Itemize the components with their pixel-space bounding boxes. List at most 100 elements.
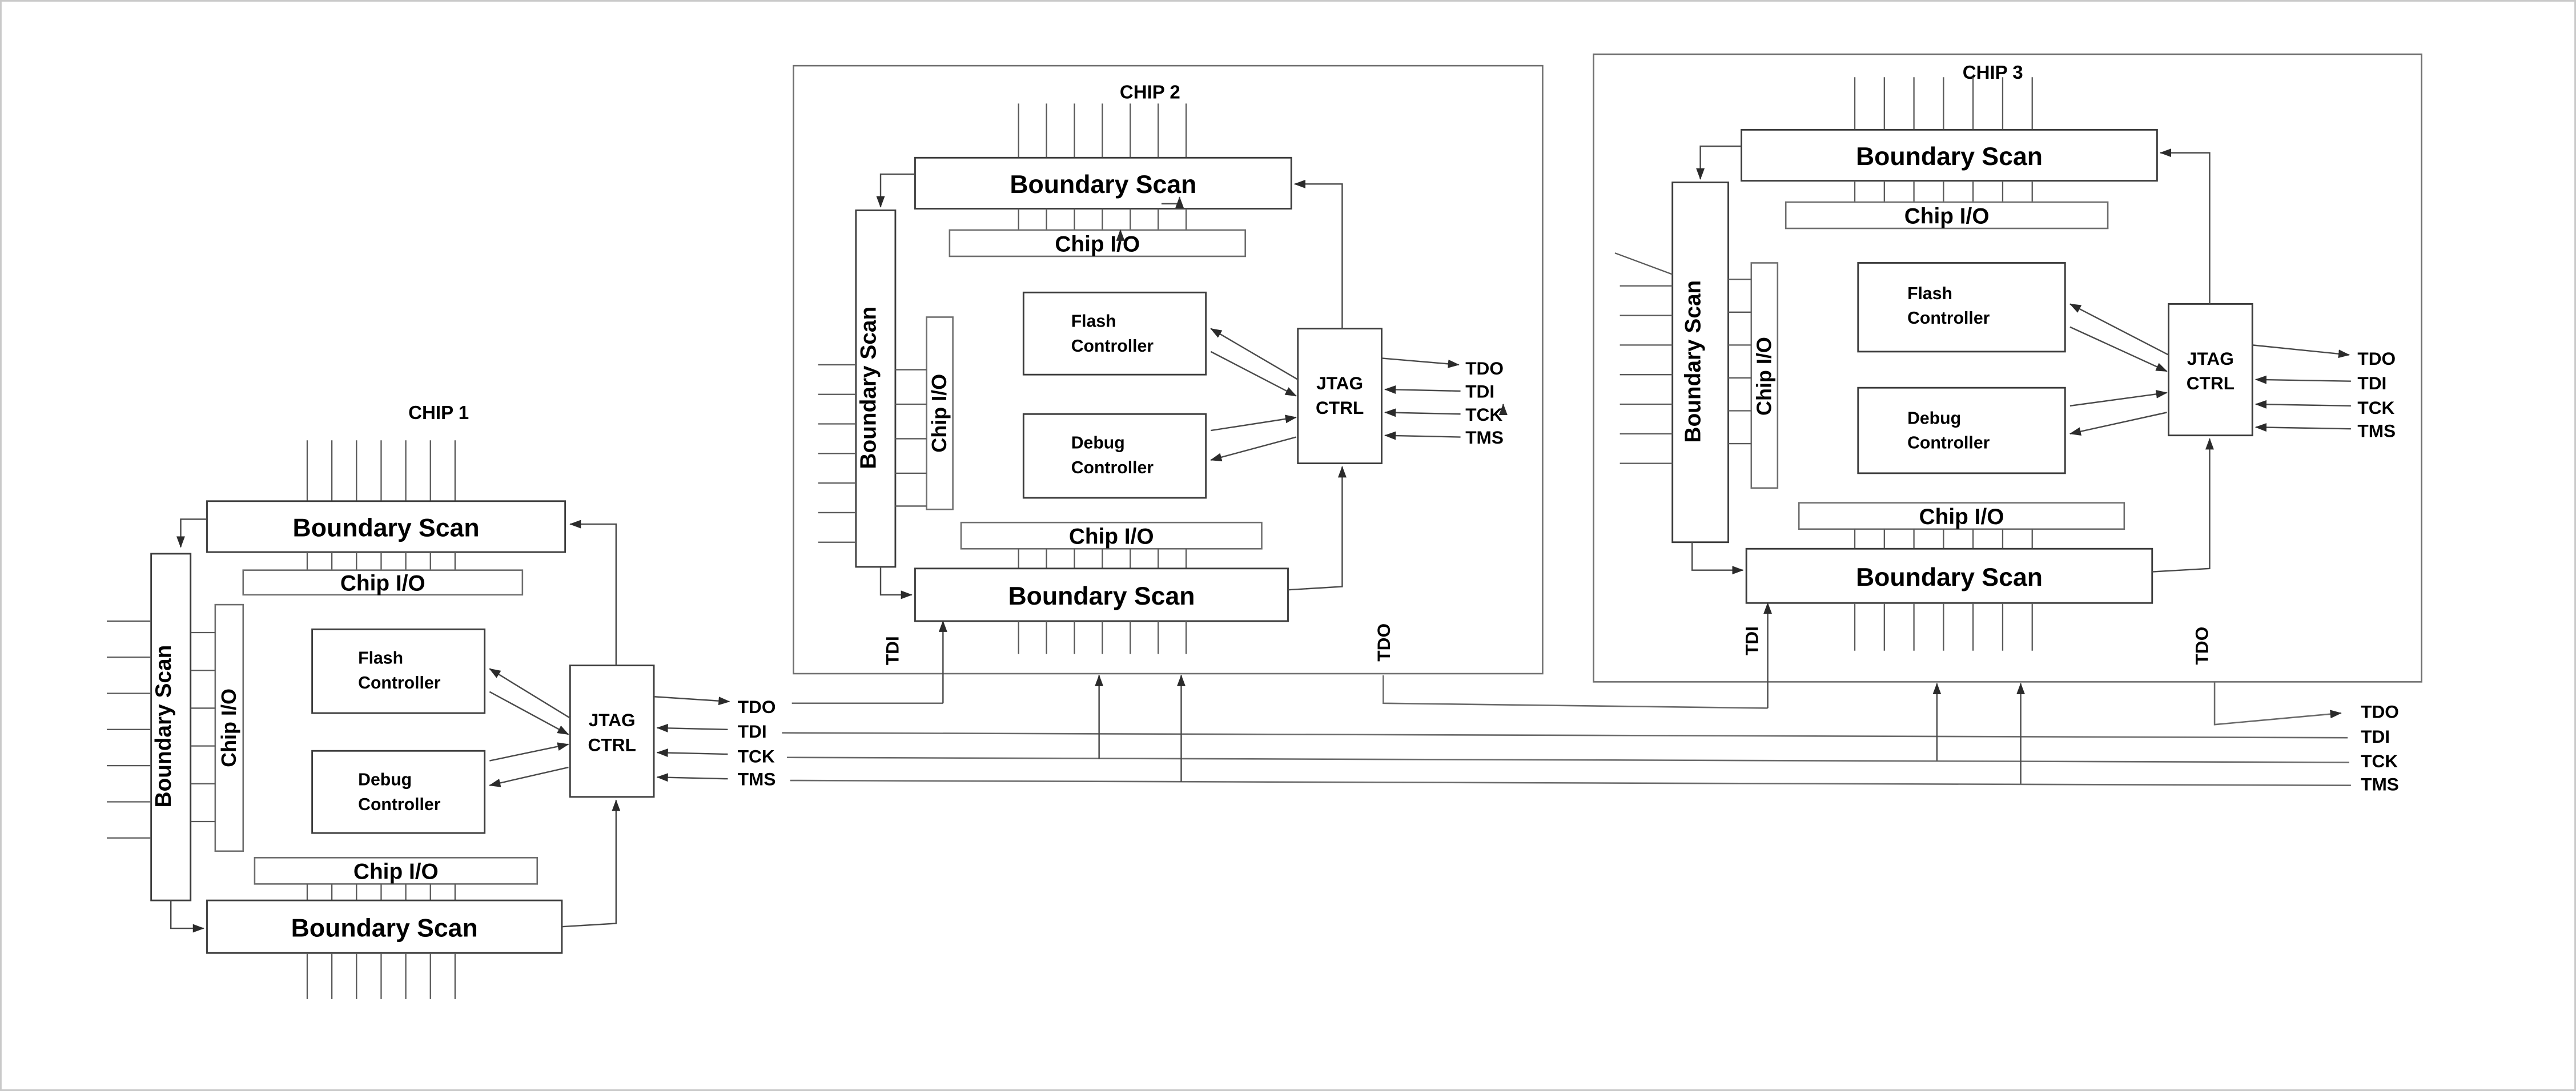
chip3-port-tdi-label: TDI xyxy=(1741,626,1762,655)
chip1-chip-io-bottom-box xyxy=(254,857,538,885)
chip1-tdo-out-arrow xyxy=(653,696,730,706)
chip3-port-tdo-label: TDO xyxy=(2192,627,2212,665)
chip2-tck-in-arrow xyxy=(1384,408,1461,417)
chip1-pin-tms-label: TMS xyxy=(738,769,776,790)
chip2-debug-controller-box xyxy=(1022,413,1207,499)
chip3-group: CHIP 3 Boundary Scan Chip I/O Boundary S… xyxy=(1593,53,2422,683)
chip1-tck-in-arrow xyxy=(656,748,728,758)
chip1-leftbs-chipio-ladder xyxy=(190,631,215,823)
chip1-tms-in-arrow xyxy=(656,773,728,782)
chip2-chip-io-left-box xyxy=(926,316,954,510)
chip1-top-pin-stubs xyxy=(306,440,456,501)
chip2-chipio-to-bottombs-rungs xyxy=(1018,549,1187,569)
chip1-flash-label-line2: Controller xyxy=(358,674,441,693)
bus-tdo-chip2-to-chip3-line xyxy=(1383,675,1768,709)
chip2-chip-io-top-box xyxy=(949,229,1246,257)
chip3-debug-to-jtag-arrow xyxy=(2069,389,2168,407)
chip2-jtag-to-debug-arrow xyxy=(1210,436,1297,462)
chip2-port-tdo-label: TDO xyxy=(1373,623,1394,662)
chip3-flash-to-jtag-arrow xyxy=(2069,326,2168,372)
chip2-chip-io-bottom-label: Chip I/O xyxy=(1069,525,1154,549)
chip2-bs-to-chipio-rungs xyxy=(1018,208,1187,230)
chip3-title: CHIP 3 xyxy=(1963,62,2023,83)
chip3-boundary-scan-bottom-label: Boundary Scan xyxy=(1856,563,2043,591)
chip1-flash-to-jtag-arrow xyxy=(489,691,569,735)
chip1-debug-label-line2: Controller xyxy=(358,795,441,814)
chip1-debug-controller-box xyxy=(311,750,486,834)
chip3-chip-io-top-label: Chip I/O xyxy=(1904,204,1990,228)
bus-tdi-line xyxy=(782,732,2348,739)
chip3-chip-io-bottom-label: Chip I/O xyxy=(1919,505,2004,529)
jtag-bus-group: TDO TDI TCK TMS xyxy=(782,602,2399,794)
chip3-left-pin-stubs xyxy=(1619,285,1673,464)
chip1-boundary-scan-top-box xyxy=(206,500,566,553)
chip2-chip-io-top-label: Chip I/O xyxy=(1055,232,1140,256)
chip1-bs-to-chipio-rungs xyxy=(306,552,456,570)
chip3-boundary-scan-left-label: Boundary Scan xyxy=(1681,280,1706,443)
chip2-left-pin-stubs xyxy=(818,364,856,543)
chip3-bottombs-to-jtag-connector xyxy=(2152,438,2214,573)
chip2-flash-label-line2: Controller xyxy=(1071,337,1154,356)
chip1-jtag-label-line2: CTRL xyxy=(588,734,636,755)
chip1-flash-label-line1: Flash xyxy=(358,649,403,668)
chip3-chip-io-left-label: Chip I/O xyxy=(1752,337,1775,416)
chip2-debug-label-line2: Controller xyxy=(1071,458,1154,477)
chip3-debug-label-line2: Controller xyxy=(1907,434,1990,453)
chip1-boundary-scan-left-box xyxy=(150,553,192,901)
bus-ext-tms-label: TMS xyxy=(2361,774,2399,794)
bus-ext-tdi-label: TDI xyxy=(2361,726,2390,747)
chip3-bottom-pin-stubs xyxy=(1854,603,2033,651)
bus-ext-tdo-label: TDO xyxy=(2361,702,2399,722)
chip1-jtag-to-topbs-connector xyxy=(569,520,617,666)
chip3-tck-in-arrow xyxy=(2254,400,2351,409)
chip3-leftbs-chipio-ladder xyxy=(1728,279,1751,445)
chip3-jtag-label-line1: JTAG xyxy=(2187,348,2234,369)
chip1-flash-controller-box xyxy=(311,628,486,714)
chip2-top-pin-stubs xyxy=(1018,103,1187,158)
chip1-pin-tdo-label: TDO xyxy=(738,697,776,717)
chip3-flash-label-line1: Flash xyxy=(1907,284,1952,303)
chip2-bottom-pin-stubs xyxy=(1018,621,1187,654)
chip2-boundary-scan-top-label: Boundary Scan xyxy=(1010,171,1196,199)
chip2-tms-in-arrow xyxy=(1384,431,1461,440)
chip3-chip-io-left-box xyxy=(1750,262,1779,489)
bus-tck-line xyxy=(787,756,2349,763)
chip1-bottombs-to-jtag-connector xyxy=(561,799,621,928)
chip2-tdi-in-arrow xyxy=(1384,385,1461,394)
chip3-pin-tdi-label: TDI xyxy=(2357,373,2386,393)
chip2-flash-label-line1: Flash xyxy=(1071,312,1116,331)
chip3-pin-tdo-label: TDO xyxy=(2357,348,2396,369)
chip2-flash-controller-box xyxy=(1022,291,1207,376)
chip1-boundary-scan-left-label: Boundary Scan xyxy=(151,645,176,808)
chip2-port-tdi-label: TDI xyxy=(882,636,903,665)
bus-tms-line xyxy=(790,779,2351,786)
chip2-pin-tdi-label: TDI xyxy=(1465,381,1494,401)
chip2-topbs-to-leftbs-connector xyxy=(876,173,915,208)
chip3-tdi-in-arrow xyxy=(2254,375,2351,384)
chip1-group: CHIP 1 Boundary Scan Chip I/O Boundary S… xyxy=(106,402,776,999)
chip1-jtag-ctrl-box xyxy=(569,665,655,798)
chip2-jtag-label-line1: JTAG xyxy=(1316,373,1363,393)
chip1-left-pin-stubs xyxy=(106,620,151,839)
chip2-pin-tms-label: TMS xyxy=(1465,427,1504,448)
chip3-topbs-to-leftbs-connector xyxy=(1696,145,1742,180)
chip3-boundary-scan-top-label: Boundary Scan xyxy=(1856,143,2043,171)
chip2-boundary-scan-left-box xyxy=(855,209,897,568)
chip2-pin-tck-label: TCK xyxy=(1465,404,1502,425)
chip3-debug-controller-box xyxy=(1857,387,2066,474)
chip1-title: CHIP 1 xyxy=(408,402,469,424)
chip1-debug-to-jtag-arrow xyxy=(489,742,569,762)
chip2-jtag-to-topbs-connector xyxy=(1293,179,1343,329)
chip1-chipio-to-bottombs-rungs xyxy=(306,884,456,901)
chip2-leftbs-to-bottombs-connector xyxy=(879,566,913,599)
chip2-boundary-scan-bottom-box xyxy=(914,567,1289,622)
chip3-flash-controller-box xyxy=(1857,262,2066,353)
chip2-jtag-ctrl-box xyxy=(1297,328,1383,465)
chip3-outer-box xyxy=(1593,53,2422,683)
chip2-debug-to-jtag-arrow xyxy=(1211,414,1297,432)
chip2-leftbs-chipio-ladder xyxy=(895,369,927,507)
bus-ext-tck-label: TCK xyxy=(2361,751,2398,771)
chip2-flash-to-jtag-arrow xyxy=(1210,351,1297,397)
chip1-chip-io-top-box xyxy=(242,569,524,596)
